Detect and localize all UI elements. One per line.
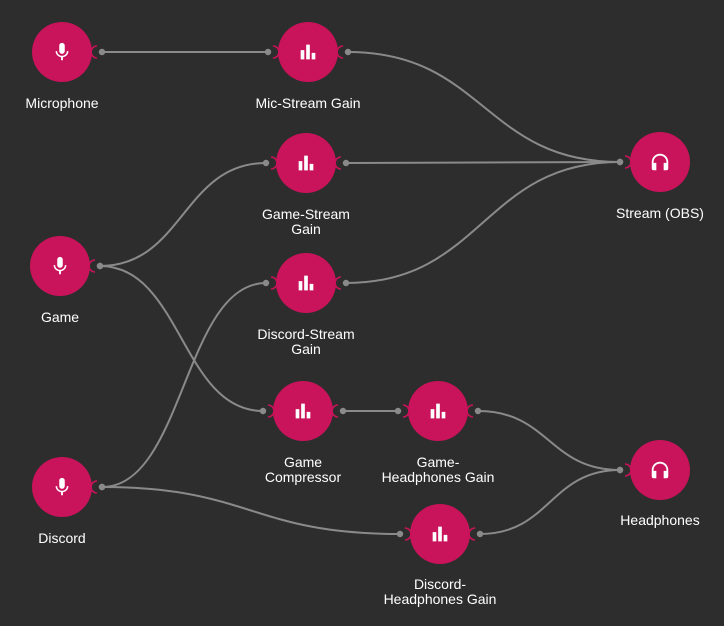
wire-game-stream-gain-to-stream-obs[interactable] <box>345 161 621 164</box>
node-discord-headphones-gain[interactable] <box>410 504 470 564</box>
port-dot-out-game-stream-gain[interactable] <box>342 159 350 167</box>
node-label-game-compressor: Game Compressor <box>264 454 342 485</box>
node-game[interactable] <box>30 236 90 296</box>
bar-chart-icon <box>298 275 314 291</box>
headphones-icon <box>651 461 669 479</box>
node-headphones[interactable] <box>630 440 690 500</box>
node-label-mic-stream-gain: Mic-Stream Gain <box>255 95 361 111</box>
port-dot-in-stream-obs[interactable] <box>616 158 624 166</box>
node-label-game: Game <box>40 309 80 325</box>
microphone-icon <box>55 477 69 496</box>
microphone-icon <box>55 42 69 61</box>
port-dot-out-game-compressor[interactable] <box>339 407 347 415</box>
node-label-discord-headphones-gain: Discord- Headphones Gain <box>383 576 497 607</box>
node-label-discord: Discord <box>38 530 86 546</box>
bar-chart-icon <box>432 526 448 542</box>
node-microphone[interactable] <box>32 22 92 82</box>
bar-chart-icon <box>430 403 446 419</box>
node-discord-stream-gain[interactable] <box>276 253 336 313</box>
node-game-compressor[interactable] <box>273 381 333 441</box>
port-dot-in-discord-headphones-gain[interactable] <box>396 530 404 538</box>
node-label-discord-stream-gain: Discord-Stream Gain <box>257 326 355 357</box>
wire-discord-headphones-gain-to-headphones[interactable] <box>479 469 621 535</box>
port-dot-out-game[interactable] <box>96 262 104 270</box>
port-dot-in-game-compressor[interactable] <box>259 407 267 415</box>
headphones-icon <box>651 153 669 171</box>
node-game-headphones-gain[interactable] <box>408 381 468 441</box>
wire-mic-stream-gain-to-stream-obs[interactable] <box>347 51 621 163</box>
bar-chart-icon <box>298 155 314 171</box>
wire-game-to-game-stream-gain[interactable] <box>99 162 267 267</box>
node-label-stream-obs: Stream (OBS) <box>616 205 704 221</box>
port-dot-out-discord-stream-gain[interactable] <box>342 279 350 287</box>
node-label-game-headphones-gain: Game- Headphones Gain <box>381 454 495 485</box>
bar-chart-icon <box>300 44 316 60</box>
wire-discord-to-discord-stream-gain[interactable] <box>101 282 267 488</box>
port-dot-out-mic-stream-gain[interactable] <box>344 48 352 56</box>
node-discord[interactable] <box>32 457 92 517</box>
port-dot-out-microphone[interactable] <box>98 48 106 56</box>
wire-discord-stream-gain-to-stream-obs[interactable] <box>345 161 621 284</box>
wire-discord-to-discord-headphones-gain[interactable] <box>101 486 401 535</box>
wire-game-to-game-compressor[interactable] <box>99 265 264 412</box>
bar-chart-icon <box>295 403 311 419</box>
node-label-headphones: Headphones <box>620 512 700 528</box>
port-dot-in-headphones[interactable] <box>616 466 624 474</box>
port-dot-out-discord[interactable] <box>98 483 106 491</box>
port-dot-out-game-headphones-gain[interactable] <box>474 407 482 415</box>
node-label-game-stream-gain: Game-Stream Gain <box>262 206 350 237</box>
port-dot-in-game-headphones-gain[interactable] <box>394 407 402 415</box>
port-dot-in-game-stream-gain[interactable] <box>262 159 270 167</box>
microphone-icon <box>53 256 67 275</box>
port-dot-out-discord-headphones-gain[interactable] <box>476 530 484 538</box>
node-game-stream-gain[interactable] <box>276 133 336 193</box>
port-dot-in-discord-stream-gain[interactable] <box>262 279 270 287</box>
port-dot-in-mic-stream-gain[interactable] <box>264 48 272 56</box>
node-label-microphone: Microphone <box>25 95 99 111</box>
node-stream-obs[interactable] <box>630 132 690 192</box>
node-mic-stream-gain[interactable] <box>278 22 338 82</box>
wire-game-headphones-gain-to-headphones[interactable] <box>477 410 621 471</box>
